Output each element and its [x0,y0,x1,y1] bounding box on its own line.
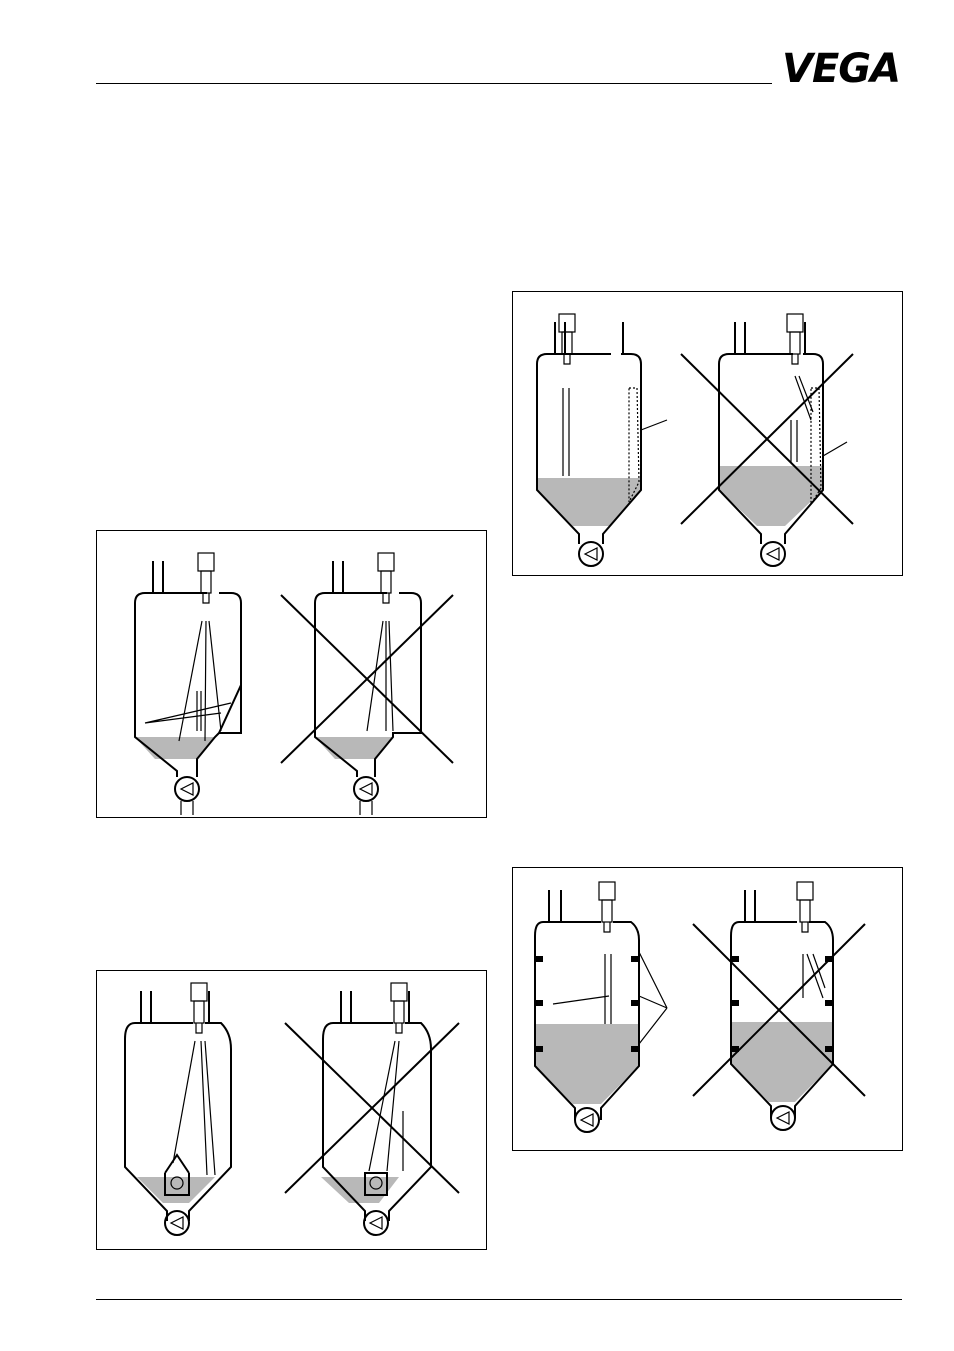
tank-correct [535,882,667,1132]
tank-struts-drawing [513,868,902,1150]
header-rule [96,83,772,84]
sensor-icon [787,314,803,364]
pump-icon [579,542,603,566]
figure-tank-ledge [96,530,487,818]
tank-incorrect [681,314,853,566]
sensor-icon [599,882,615,932]
pump-icon [354,777,378,815]
figure-tank-agitator [96,970,487,1250]
figure-tank-struts [512,867,903,1151]
tank-correct [135,553,241,815]
pump-icon [175,777,199,815]
sensor-icon [378,553,394,603]
pump-icon [364,1211,388,1235]
tank-deposits-drawing [513,292,902,575]
pump-icon [165,1211,189,1235]
tank-incorrect [693,882,865,1130]
tank-incorrect [285,983,459,1235]
footer-rule [96,1299,902,1300]
tank-correct [125,983,231,1235]
tank-correct [537,314,667,566]
svg-text:VEGA: VEGA [782,49,900,85]
pump-icon [575,1108,599,1132]
figure-tank-deposits [512,291,903,576]
tank-incorrect [281,553,453,815]
arrow-icon [145,621,231,741]
sensor-icon [191,983,207,1033]
vega-logo: VEGA [782,49,904,85]
sensor-icon [797,882,813,932]
tank-ledge-drawing [97,531,486,817]
sensor-icon [559,314,575,364]
pump-icon [761,542,785,566]
tank-agitator-drawing [97,971,486,1249]
sensor-icon [198,553,214,603]
cross-out-icon [285,1023,459,1193]
pump-icon [771,1106,795,1130]
sensor-icon [391,983,407,1033]
